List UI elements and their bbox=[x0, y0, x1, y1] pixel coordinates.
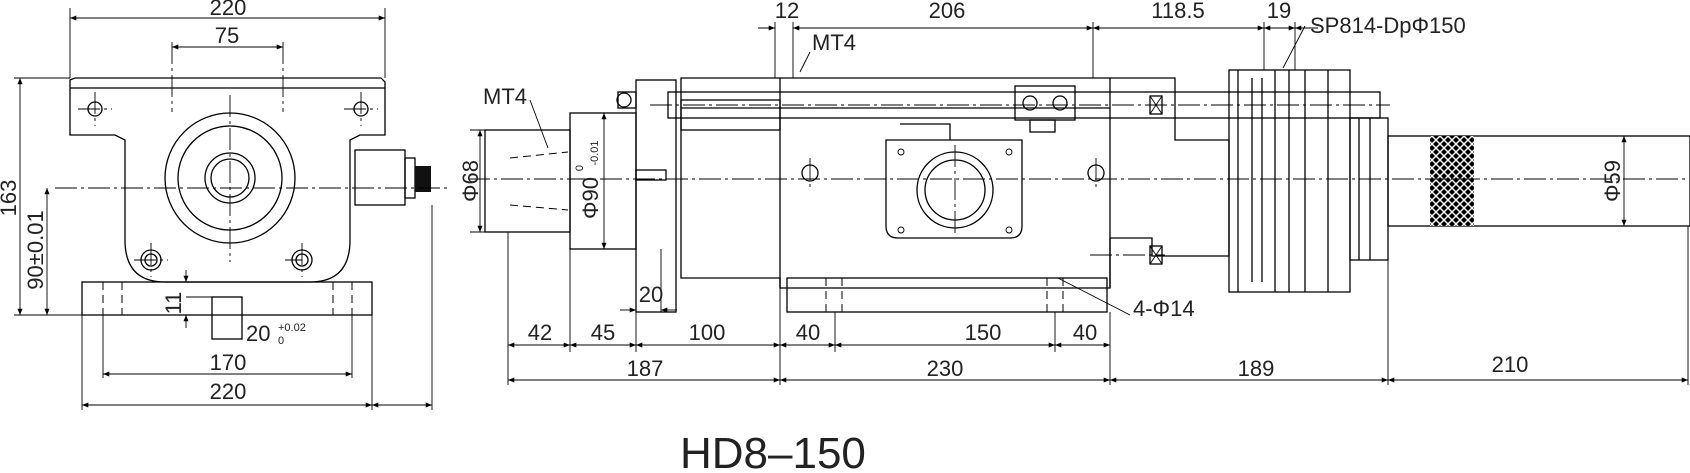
side-view-flange-tol-lower: -0.01 bbox=[589, 140, 601, 165]
side-view-flange-width: 20 bbox=[639, 282, 663, 307]
end-view-center-height-dim: 90±0.01 bbox=[23, 210, 48, 289]
side-view-shaft bbox=[1387, 135, 1690, 227]
side-view-flange-diameter: Φ90 bbox=[578, 177, 603, 219]
end-view: 220 75 163 90±0.01 11 20 +0.02 0 170 220 bbox=[0, 0, 450, 410]
side-view-flange-tol-upper: 0 bbox=[574, 165, 586, 171]
side-view-shaft-diameter: Φ59 bbox=[1600, 160, 1625, 202]
end-view-top-width-dim: 220 bbox=[210, 0, 247, 20]
side-view-taper-left-label: MT4 bbox=[483, 84, 527, 109]
end-view-base-width-dim: 220 bbox=[210, 379, 247, 404]
side-view-top-dim-2: 206 bbox=[929, 0, 966, 23]
end-view-hole-spacing-dim: 170 bbox=[210, 350, 247, 375]
end-view-knob bbox=[415, 166, 431, 192]
side-view-lower-dim-5: 150 bbox=[965, 320, 1002, 345]
end-view-side-boss bbox=[354, 149, 406, 206]
end-view-base-thickness-dim: 11 bbox=[161, 292, 186, 315]
end-view-height-dim: 163 bbox=[0, 180, 21, 217]
side-view-lower-dim-6: 40 bbox=[1073, 320, 1097, 345]
side-view-overall-dim-4: 210 bbox=[1492, 352, 1529, 377]
side-view-pulley-spec: SP814-DpΦ150 bbox=[1310, 13, 1466, 38]
side-view-lower-dim-3: 100 bbox=[689, 320, 726, 345]
side-view-mount-plate bbox=[885, 123, 1023, 239]
end-view-bolt-holes bbox=[87, 101, 369, 271]
end-view-bolt-spacing-dim: 75 bbox=[215, 23, 239, 48]
side-view-knurled-grip bbox=[1430, 136, 1474, 226]
side-view-top-dim-4: 19 bbox=[1267, 0, 1291, 23]
side-view-top-dim-3: 118.5 bbox=[1151, 0, 1204, 23]
end-view-top-plate bbox=[69, 77, 386, 90]
side-view-overall-dim-2: 230 bbox=[927, 356, 964, 381]
end-view-key bbox=[211, 296, 243, 340]
side-view-mount-holes: 4-Φ14 bbox=[1133, 296, 1195, 321]
end-view-housing bbox=[69, 88, 386, 283]
side-view-overall-dim-3: 189 bbox=[1238, 356, 1275, 381]
side-view-pulley bbox=[1228, 69, 1389, 293]
end-view-key-tol-lower: 0 bbox=[278, 335, 284, 347]
drawing-title: HD8–150 bbox=[680, 429, 866, 473]
side-view-nose bbox=[484, 129, 571, 233]
end-view-key-width-dim: 20 bbox=[246, 321, 270, 346]
side-view-top-dim-1: 12 bbox=[775, 0, 799, 23]
side-view-lower-dim-2: 45 bbox=[591, 320, 615, 345]
side-view-nose-diameter: Φ68 bbox=[458, 160, 483, 202]
end-view-base bbox=[81, 281, 373, 316]
side-view-lower-dim-4: 40 bbox=[796, 320, 820, 345]
side-view-lower-dim-1: 42 bbox=[528, 320, 552, 345]
side-view-overall-dim-1: 187 bbox=[627, 356, 664, 381]
side-view-front-plate bbox=[635, 79, 677, 313]
side-view: 12 206 118.5 19 SP814-DpΦ150 MT4 MT4 Φ68… bbox=[458, 0, 1690, 385]
end-view-key-tol-upper: +0.02 bbox=[278, 322, 306, 334]
side-view-clamp-block bbox=[1014, 85, 1076, 121]
side-view-taper-top-label: MT4 bbox=[812, 30, 856, 55]
side-view-base-foot bbox=[786, 277, 1108, 313]
